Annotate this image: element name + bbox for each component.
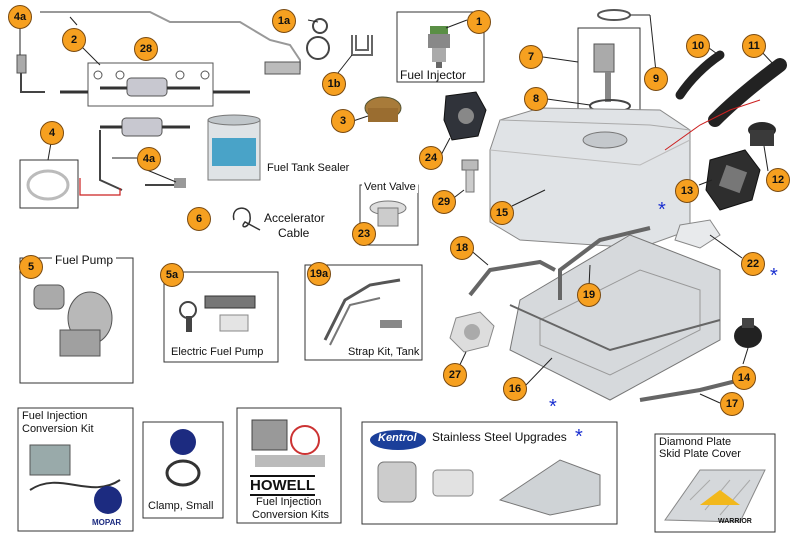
tank-strap-19-icon — [558, 226, 651, 300]
callout-16: 16 — [503, 377, 527, 401]
fi-conversion-kit-label-2: Conversion Kit — [22, 423, 94, 435]
tank-strap-17-icon — [639, 378, 741, 402]
callout-4: 4 — [40, 121, 64, 145]
filler-neck-icon — [748, 122, 776, 146]
diamond-plate-label-2: Skid Plate Cover — [659, 448, 741, 460]
accelerator-label: Accelerator — [264, 211, 325, 225]
fi-conversion-kits-label-2: Conversion Kits — [252, 509, 330, 521]
callout-12: 12 — [766, 168, 790, 192]
callout-24: 24 — [419, 146, 443, 170]
fuel-door-icon — [674, 219, 721, 249]
callout-14: 14 — [732, 366, 756, 390]
callout-1a: 1a — [272, 9, 296, 33]
callout-2: 2 — [62, 28, 86, 52]
callout-3: 3 — [331, 109, 355, 133]
callout-27: 27 — [443, 363, 467, 387]
star-marker: * — [549, 396, 557, 418]
diamond-plate-label-1: Diamond Plate — [659, 436, 732, 448]
callout-5a: 5a — [160, 263, 184, 287]
callout-1: 1 — [467, 10, 491, 34]
callout-22: 22 — [741, 252, 765, 276]
nut-icon — [449, 311, 495, 353]
fuel-injector-icon — [428, 26, 450, 68]
fi-kit-parts-icon — [29, 444, 122, 514]
callout-13: 13 — [675, 179, 699, 203]
o-ring-icon — [312, 18, 328, 34]
stainless-parts-icon — [370, 430, 601, 516]
fuel-sender-icon — [589, 43, 631, 113]
accelerator-cable-icon — [232, 207, 261, 231]
filler-bezel-icon — [705, 149, 761, 211]
lock-ring-icon — [597, 9, 631, 21]
skid-plate-icon — [509, 234, 721, 401]
sealer-can-icon — [207, 114, 261, 181]
fuel-fitting-icon — [16, 54, 45, 93]
fuel-filter-icon — [93, 70, 210, 97]
fi-conversion-kits-label-1: Fuel Injection — [256, 496, 322, 508]
callout-18: 18 — [450, 236, 474, 260]
callout-8: 8 — [524, 87, 548, 111]
electric-fuel-pump-label: Electric Fuel Pump — [171, 346, 264, 358]
vent-valve-icon — [369, 200, 407, 227]
fi-conversion-kit-label-1: Fuel Injection — [22, 410, 88, 422]
leader-lines — [19, 14, 776, 404]
clamp-small-label: Clamp, Small — [148, 500, 214, 512]
electric-fuel-pump-icon — [179, 295, 256, 332]
cable-label: Cable — [278, 226, 310, 240]
callout-19: 19 — [577, 283, 601, 307]
pressure-regulator-icon — [364, 96, 402, 122]
callout-11: 11 — [742, 34, 766, 58]
callout-4a-top: 4a — [8, 5, 32, 29]
star-marker: * — [770, 265, 778, 287]
star-marker: * — [575, 426, 583, 448]
filter-kit-frame — [87, 62, 214, 107]
fuel-tank-sealer-label: Fuel Tank Sealer — [267, 162, 350, 174]
mopar-clamp-icon — [165, 429, 201, 487]
strap-kit-label: Strap Kit, Tank — [348, 346, 420, 358]
gas-cap-icon — [734, 318, 762, 348]
callout-23: 23 — [352, 222, 376, 246]
callout-17: 17 — [720, 392, 744, 416]
throttle-sensor-icon — [443, 91, 487, 141]
mopar-brand-text: MOPAR — [92, 518, 122, 527]
tank-strap-18-icon — [468, 259, 556, 297]
star-marker: * — [658, 199, 666, 221]
callout-1b: 1b — [322, 72, 346, 96]
callout-5: 5 — [19, 255, 43, 279]
stainless-upgrades-label: Stainless Steel Upgrades — [432, 430, 567, 444]
kentrol-logo-text: Kentrol — [378, 432, 417, 444]
callout-15: 15 — [490, 201, 514, 225]
callout-4a-mid: 4a — [137, 147, 161, 171]
vent-valve-label: Vent Valve — [362, 181, 418, 193]
fuel-line-28 — [40, 11, 301, 70]
howell-brand-label: HOWELL — [250, 475, 315, 496]
callout-7: 7 — [519, 45, 543, 69]
callout-6: 6 — [187, 207, 211, 231]
callout-9: 9 — [644, 67, 668, 91]
callout-10: 10 — [686, 34, 710, 58]
diamond-plate-icon — [664, 469, 766, 523]
bolt-icon — [461, 159, 479, 193]
howell-kit-icon — [251, 419, 325, 467]
mechanical-fuel-pump-icon — [33, 284, 113, 357]
warrior-brand-text: WARRIOR — [718, 518, 752, 525]
filler-hose-10-icon — [675, 50, 725, 100]
callout-29: 29 — [432, 190, 456, 214]
callout-19a: 19a — [307, 262, 331, 286]
fuel-filter-2-icon — [99, 117, 190, 191]
fuel-pump-label: Fuel Pump — [52, 253, 117, 267]
fuel-tank-icon — [489, 107, 691, 249]
filler-hose-11-icon — [708, 58, 787, 127]
callout-28: 28 — [134, 37, 158, 61]
clip-icon — [351, 35, 373, 56]
strap-kit-icon — [323, 278, 402, 346]
fuel-injector-label: Fuel Injector — [400, 68, 467, 82]
